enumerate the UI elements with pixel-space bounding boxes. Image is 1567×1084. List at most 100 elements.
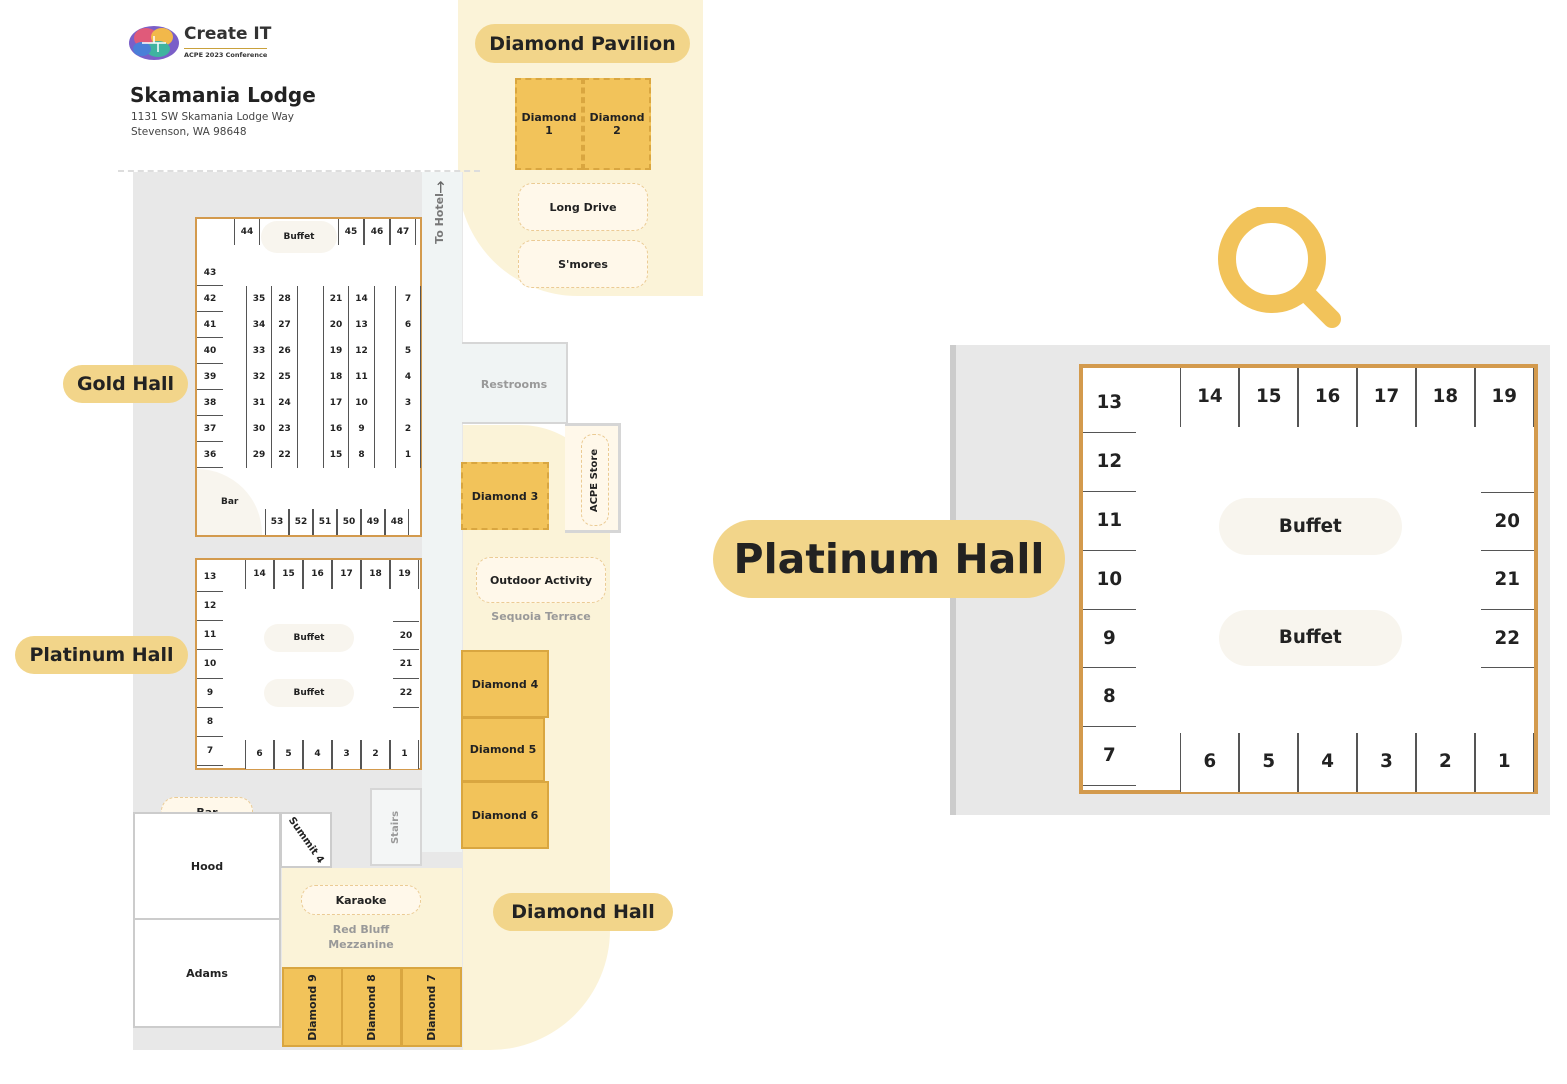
gold-booth[interactable]: 1 bbox=[395, 442, 421, 468]
summit-4-room[interactable]: Summit 4 bbox=[280, 812, 332, 868]
gold-booth[interactable]: 36 bbox=[197, 442, 223, 468]
platinum-small-booth[interactable]: 12 bbox=[197, 592, 223, 621]
platinum-zoom-booth[interactable]: 15 bbox=[1239, 368, 1299, 427]
gold-booth[interactable]: 10 bbox=[349, 390, 375, 416]
gold-booth[interactable]: 38 bbox=[197, 390, 223, 416]
platinum-zoom-booth[interactable]: 12 bbox=[1083, 432, 1136, 492]
platinum-zoom-booth[interactable]: 1 bbox=[1474, 733, 1534, 793]
platinum-zoom-booth[interactable]: 6 bbox=[1180, 733, 1240, 793]
diamond-6-room[interactable]: Diamond 6 bbox=[461, 781, 549, 849]
stairs[interactable]: Stairs bbox=[370, 788, 422, 866]
gold-buffet[interactable]: Buffet bbox=[261, 221, 337, 253]
gold-booth[interactable]: 49 bbox=[361, 509, 385, 535]
gold-booth[interactable]: 52 bbox=[289, 509, 313, 535]
outdoor-activity-room[interactable]: Outdoor Activity bbox=[476, 557, 606, 603]
gold-booth[interactable]: 9 bbox=[349, 416, 375, 442]
gold-booth[interactable]: 40 bbox=[197, 338, 223, 364]
platinum-small-booth[interactable]: 2 bbox=[361, 740, 390, 769]
platinum-zoom-booth[interactable]: 21 bbox=[1480, 550, 1534, 610]
platinum-small-booth[interactable]: 14 bbox=[245, 560, 274, 589]
gold-booth[interactable]: 5 bbox=[395, 338, 421, 364]
platinum-zoom-booth[interactable]: 4 bbox=[1298, 733, 1358, 793]
platinum-zoom-buffet[interactable]: Buffet bbox=[1219, 497, 1402, 555]
platinum-small-booth[interactable]: 8 bbox=[197, 708, 223, 737]
gold-booth[interactable]: 27 bbox=[272, 312, 298, 338]
gold-booth[interactable]: 12 bbox=[349, 338, 375, 364]
platinum-zoom-booth[interactable]: 8 bbox=[1083, 668, 1136, 728]
gold-booth[interactable]: 18 bbox=[323, 364, 349, 390]
platinum-small-buffet[interactable]: Buffet bbox=[264, 624, 354, 652]
gold-booth[interactable]: 20 bbox=[323, 312, 349, 338]
platinum-small-booth[interactable]: 13 bbox=[197, 563, 223, 592]
long-drive-room[interactable]: Long Drive bbox=[518, 183, 648, 231]
diamond-9-room[interactable]: Diamond 9 bbox=[282, 967, 343, 1047]
platinum-zoom-booth[interactable]: 3 bbox=[1357, 733, 1416, 793]
gold-booth[interactable]: 44 bbox=[234, 219, 260, 245]
diamond-2-room[interactable]: Diamond 2 bbox=[583, 78, 651, 170]
platinum-small-booth[interactable]: 4 bbox=[303, 740, 332, 769]
diamond-1-room[interactable]: Diamond 1 bbox=[515, 78, 583, 170]
gold-booth[interactable]: 42 bbox=[197, 286, 223, 312]
gold-booth[interactable]: 43 bbox=[197, 260, 223, 286]
platinum-small-booth[interactable]: 11 bbox=[197, 621, 223, 650]
gold-booth[interactable]: 19 bbox=[323, 338, 349, 364]
diamond-8-room[interactable]: Diamond 8 bbox=[341, 967, 402, 1047]
platinum-small-booth[interactable]: 6 bbox=[245, 740, 274, 769]
acpe-store-room[interactable]: ACPE Store bbox=[565, 423, 621, 533]
platinum-zoom-booth[interactable]: 18 bbox=[1415, 368, 1475, 427]
gold-booth[interactable]: 13 bbox=[349, 312, 375, 338]
gold-booth[interactable]: 50 bbox=[337, 509, 361, 535]
gold-booth[interactable]: 15 bbox=[323, 442, 349, 468]
platinum-zoom-booth[interactable]: 14 bbox=[1180, 368, 1240, 427]
platinum-small-booth[interactable]: 1 bbox=[390, 740, 419, 769]
platinum-small-booth[interactable]: 3 bbox=[332, 740, 361, 769]
gold-booth[interactable]: 3 bbox=[395, 390, 421, 416]
gold-booth[interactable]: 29 bbox=[246, 442, 272, 468]
gold-booth[interactable]: 34 bbox=[246, 312, 272, 338]
platinum-zoom-booth[interactable]: 9 bbox=[1083, 609, 1136, 669]
gold-booth[interactable]: 53 bbox=[265, 509, 289, 535]
platinum-zoom-booth[interactable]: 11 bbox=[1083, 491, 1136, 551]
gold-booth[interactable]: 30 bbox=[246, 416, 272, 442]
to-hotel-label[interactable]: ↑ To Hotel bbox=[422, 178, 462, 250]
platinum-zoom-booth[interactable]: 20 bbox=[1480, 491, 1534, 551]
gold-booth[interactable]: 48 bbox=[385, 509, 409, 535]
gold-booth[interactable]: 21 bbox=[323, 286, 349, 312]
platinum-zoom-booth[interactable]: 22 bbox=[1480, 609, 1534, 669]
diamond-5-room[interactable]: Diamond 5 bbox=[461, 717, 545, 782]
platinum-small-booth[interactable]: 19 bbox=[390, 560, 419, 589]
diamond-3-room[interactable]: Diamond 3 bbox=[461, 462, 549, 530]
gold-booth[interactable]: 41 bbox=[197, 312, 223, 338]
gold-booth[interactable]: 24 bbox=[272, 390, 298, 416]
gold-booth[interactable]: 45 bbox=[338, 219, 364, 245]
gold-booth[interactable]: 39 bbox=[197, 364, 223, 390]
gold-booth[interactable]: 26 bbox=[272, 338, 298, 364]
restrooms-room[interactable]: Restrooms bbox=[462, 342, 568, 424]
gold-booth[interactable]: 31 bbox=[246, 390, 272, 416]
gold-booth[interactable]: 6 bbox=[395, 312, 421, 338]
platinum-small-booth[interactable]: 9 bbox=[197, 679, 223, 708]
platinum-small-booth[interactable]: 5 bbox=[274, 740, 303, 769]
gold-booth[interactable]: 32 bbox=[246, 364, 272, 390]
gold-booth[interactable]: 16 bbox=[323, 416, 349, 442]
platinum-zoom-booth[interactable]: 16 bbox=[1298, 368, 1358, 427]
platinum-zoom-booth[interactable]: 5 bbox=[1239, 733, 1299, 793]
platinum-zoom-booth[interactable]: 7 bbox=[1083, 727, 1136, 787]
platinum-zoom-buffet[interactable]: Buffet bbox=[1219, 609, 1402, 667]
gold-booth[interactable]: 14 bbox=[349, 286, 375, 312]
gold-booth[interactable]: 2 bbox=[395, 416, 421, 442]
gold-booth[interactable]: 17 bbox=[323, 390, 349, 416]
platinum-small-booth[interactable]: 16 bbox=[303, 560, 332, 589]
smores-room[interactable]: S'mores bbox=[518, 240, 648, 288]
gold-booth[interactable]: 46 bbox=[364, 219, 390, 245]
platinum-small-booth[interactable]: 21 bbox=[393, 650, 419, 679]
platinum-small-booth[interactable]: 10 bbox=[197, 650, 223, 679]
gold-booth[interactable]: 33 bbox=[246, 338, 272, 364]
platinum-small-booth[interactable]: 7 bbox=[197, 737, 223, 766]
gold-booth[interactable]: 47 bbox=[390, 219, 416, 245]
gold-booth[interactable]: 23 bbox=[272, 416, 298, 442]
platinum-zoom-booth[interactable]: 17 bbox=[1357, 368, 1416, 427]
gold-booth[interactable]: 7 bbox=[395, 286, 421, 312]
gold-bar[interactable]: Bar bbox=[197, 469, 262, 535]
